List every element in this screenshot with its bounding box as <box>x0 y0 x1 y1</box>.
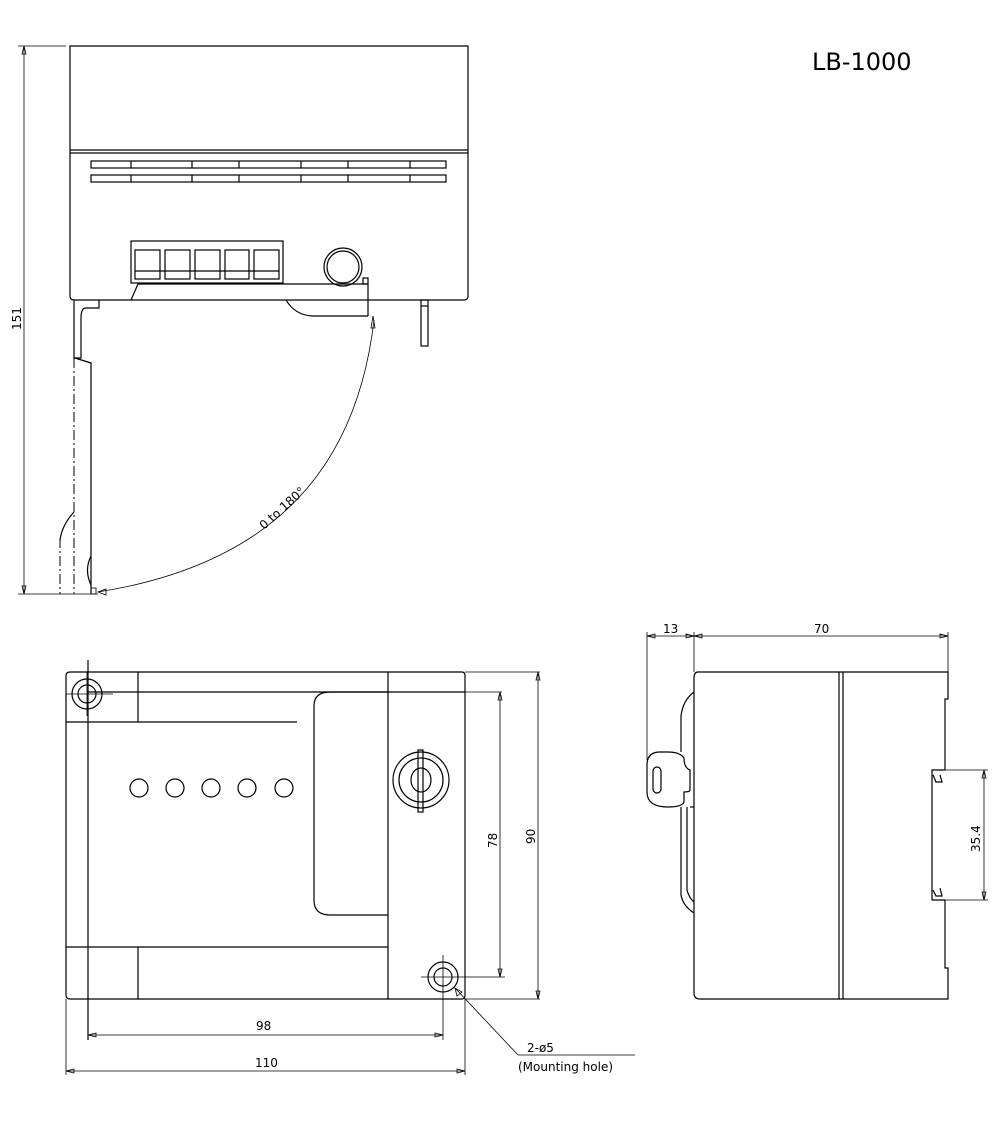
indicator-leds <box>129 778 294 798</box>
rotation-label: 0 to 180° <box>257 484 308 532</box>
rotation-arc <box>97 319 375 593</box>
device-body-front <box>65 671 466 1000</box>
knob-front <box>392 751 450 809</box>
hole-note: (Mounting hole) <box>518 1060 613 1074</box>
dim-98: 98 <box>256 1019 271 1033</box>
terminal-block <box>130 240 284 284</box>
mounting-hole-bottom-right <box>421 955 505 1040</box>
end-view: 13 70 35.4 <box>646 622 988 1000</box>
dim-90: 90 <box>524 829 538 844</box>
device-body-side <box>69 45 469 301</box>
hole-callout: 2-ø5 <box>527 1041 554 1055</box>
dim-35-4: 35.4 <box>969 825 983 852</box>
side-view: 151 <box>10 45 469 596</box>
mounting-hole-top-left <box>66 672 113 716</box>
model-title: LB-1000 <box>812 48 912 76</box>
dim-70: 70 <box>814 622 829 636</box>
dim-78: 78 <box>486 833 500 848</box>
latch-handle <box>646 751 691 808</box>
dim-13: 13 <box>663 622 678 636</box>
knob-side <box>323 247 363 287</box>
device-body-end <box>693 671 949 1000</box>
dim-151: 151 <box>10 307 24 330</box>
dim-110: 110 <box>255 1056 278 1070</box>
front-view: 78 90 98 110 2-ø5 (Mounting hole) <box>65 660 635 1075</box>
